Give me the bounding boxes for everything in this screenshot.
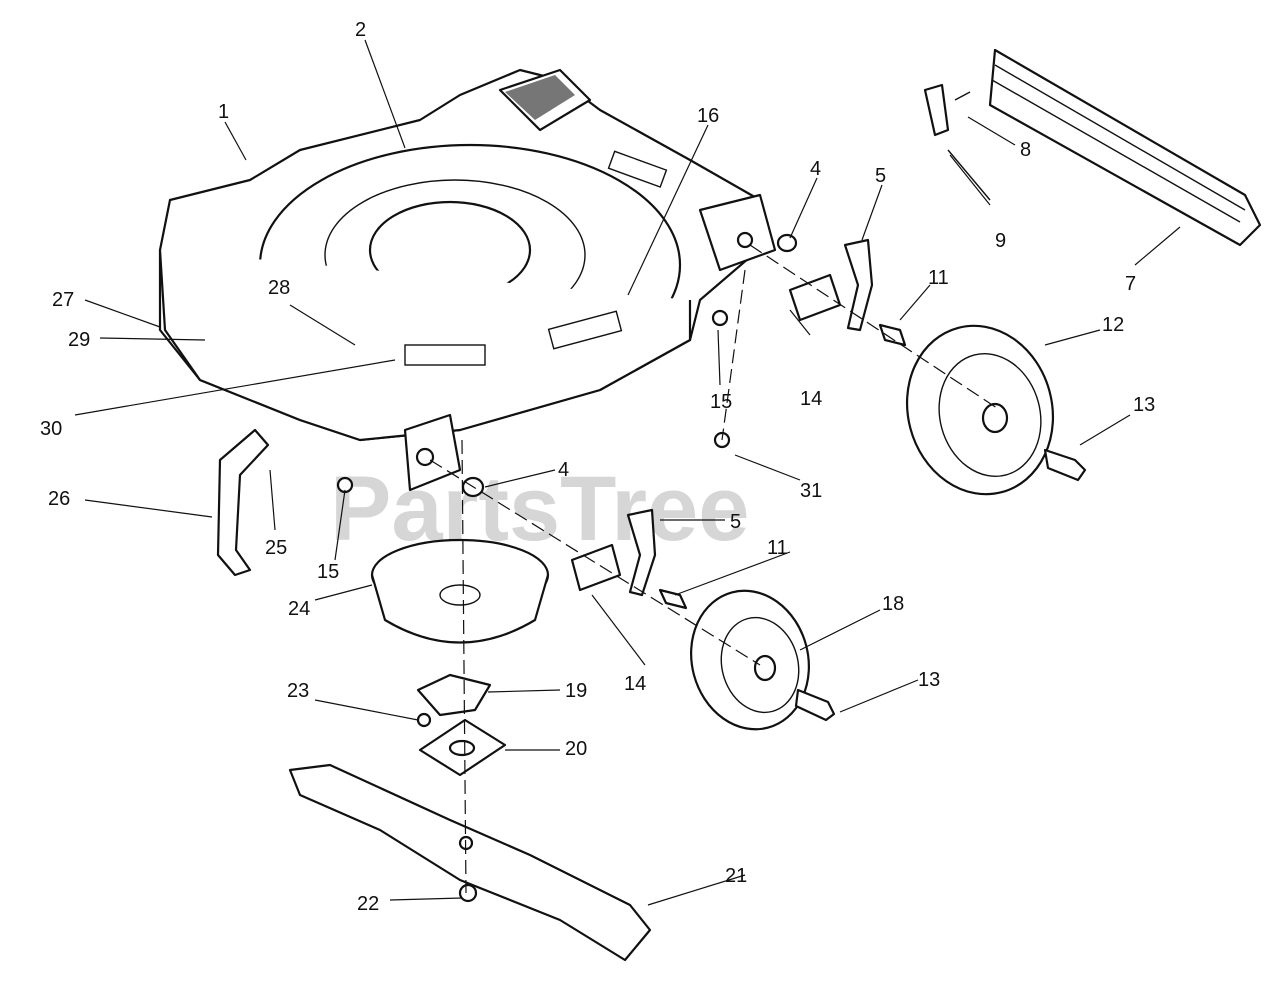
callout-31: 31 bbox=[800, 480, 822, 502]
washer-upper bbox=[776, 233, 798, 253]
blade-adapter bbox=[370, 538, 550, 644]
callout-8: 8 bbox=[1020, 139, 1031, 161]
nut-upper bbox=[711, 309, 729, 327]
watermark-text: PartsTree bbox=[330, 458, 749, 560]
callout-24: 24 bbox=[288, 598, 310, 620]
callout-14-upper: 14 bbox=[800, 388, 822, 410]
mower-blade bbox=[288, 763, 652, 962]
retainer-plate bbox=[416, 673, 492, 717]
front-wheel bbox=[690, 589, 810, 731]
callout-11-upper: 11 bbox=[928, 267, 949, 289]
rear-guard bbox=[988, 48, 1262, 247]
wheel-bolt-lower bbox=[794, 688, 836, 722]
discharge-bracket bbox=[216, 428, 270, 577]
callout-29: 29 bbox=[68, 329, 90, 351]
callout-7: 7 bbox=[1125, 273, 1136, 295]
callout-15-lower: 15 bbox=[317, 561, 339, 583]
callout-9: 9 bbox=[995, 230, 1006, 252]
callout-4-upper: 4 bbox=[810, 158, 821, 180]
hinge-pin bbox=[947, 149, 991, 201]
callout-15-upper: 15 bbox=[710, 391, 732, 413]
blade-bolt bbox=[458, 883, 478, 903]
callout-5-upper: 5 bbox=[875, 165, 886, 187]
callout-13-upper: 13 bbox=[1133, 394, 1155, 416]
adapter-screw bbox=[416, 712, 432, 728]
callout-16: 16 bbox=[697, 105, 719, 127]
callout-18: 18 bbox=[882, 593, 904, 615]
callout-4-lower: 4 bbox=[558, 459, 569, 481]
callout-28: 28 bbox=[268, 277, 290, 299]
callout-19: 19 bbox=[565, 680, 587, 702]
callout-11-lower: 11 bbox=[767, 537, 788, 559]
callout-2: 2 bbox=[355, 19, 366, 41]
callout-14-lower: 14 bbox=[624, 673, 646, 695]
bracket-upper bbox=[788, 273, 842, 322]
callout-26: 26 bbox=[48, 488, 70, 510]
callout-20: 20 bbox=[565, 738, 587, 760]
hinge-plate bbox=[923, 83, 950, 137]
height-lever-upper bbox=[843, 238, 874, 332]
spacer-lower bbox=[658, 588, 688, 610]
callout-12: 12 bbox=[1102, 314, 1124, 336]
callout-30: 30 bbox=[40, 418, 62, 440]
callout-21: 21 bbox=[725, 865, 747, 887]
wheel-bolt-upper bbox=[1043, 448, 1087, 482]
spacer-upper bbox=[878, 323, 907, 347]
callout-1: 1 bbox=[218, 101, 229, 123]
callout-25: 25 bbox=[265, 537, 287, 559]
callout-5-lower: 5 bbox=[730, 511, 741, 533]
callout-13-lower: 13 bbox=[918, 669, 940, 691]
leader-lines bbox=[74, 39, 1181, 906]
rear-wheel bbox=[905, 324, 1055, 496]
callout-labels: 1 2 16 4 5 8 9 7 11 12 13 14 15 31 4 5 1… bbox=[40, 19, 1155, 915]
height-lever-lower bbox=[626, 508, 657, 597]
callout-23: 23 bbox=[287, 680, 309, 702]
nut-lower bbox=[336, 476, 354, 494]
mower-deck bbox=[158, 68, 777, 492]
callout-27: 27 bbox=[52, 289, 74, 311]
callout-22: 22 bbox=[357, 893, 379, 915]
